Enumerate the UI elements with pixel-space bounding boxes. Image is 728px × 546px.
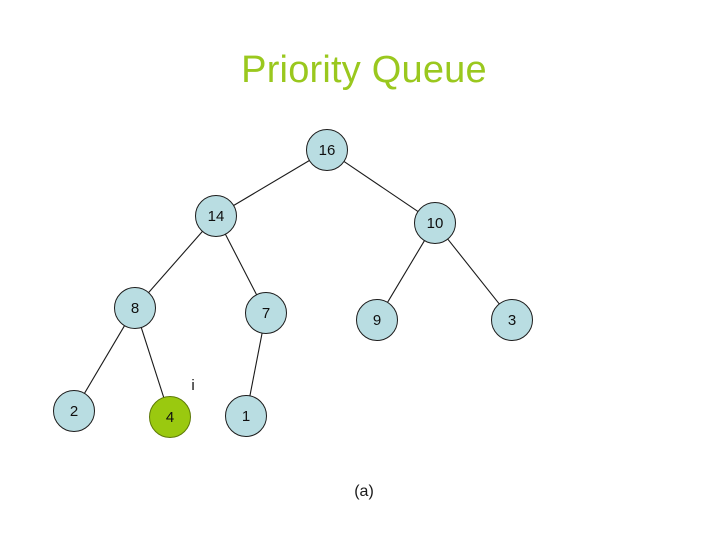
figure-caption: (a) — [354, 483, 374, 500]
tree-node-label: 7 — [261, 304, 271, 322]
tree-node-label: 1 — [241, 407, 251, 425]
tree-node-1[interactable]: 1 — [225, 395, 267, 437]
tree-node-3[interactable]: 3 — [491, 299, 533, 341]
tree-node-label: 16 — [318, 141, 336, 159]
tree-node-7[interactable]: 7 — [245, 292, 287, 334]
tree-edge — [386, 239, 426, 304]
tree-node-label: 3 — [507, 311, 517, 329]
tree-node-label: 9 — [372, 311, 382, 329]
tree-edge — [140, 326, 165, 399]
tree-node-14[interactable]: 14 — [195, 195, 237, 237]
tree-edge — [232, 159, 311, 207]
tree-node-label: 4 — [165, 408, 175, 426]
tree-node-label: 10 — [426, 214, 444, 232]
tree-node-label: 2 — [69, 402, 79, 420]
tree-node-label: 14 — [207, 207, 225, 225]
tree-edge — [83, 324, 126, 395]
tree-node-9[interactable]: 9 — [356, 299, 398, 341]
page-title: Priority Queue — [241, 49, 487, 91]
tree-edge — [147, 230, 204, 294]
tree-node-2[interactable]: 2 — [53, 390, 95, 432]
tree-edge — [343, 160, 419, 213]
edge-group — [83, 159, 500, 399]
tree-edge — [447, 238, 500, 305]
tree-edge — [249, 332, 263, 397]
tree-node-8[interactable]: 8 — [114, 287, 156, 329]
tree-node-label: 8 — [130, 299, 140, 317]
tree-node-10[interactable]: 10 — [414, 202, 456, 244]
tree-node-4[interactable]: 4 — [149, 396, 195, 442]
tree-node-16[interactable]: 16 — [306, 129, 348, 171]
pointer-index-label: i — [191, 377, 195, 394]
tree-edge — [224, 233, 258, 296]
